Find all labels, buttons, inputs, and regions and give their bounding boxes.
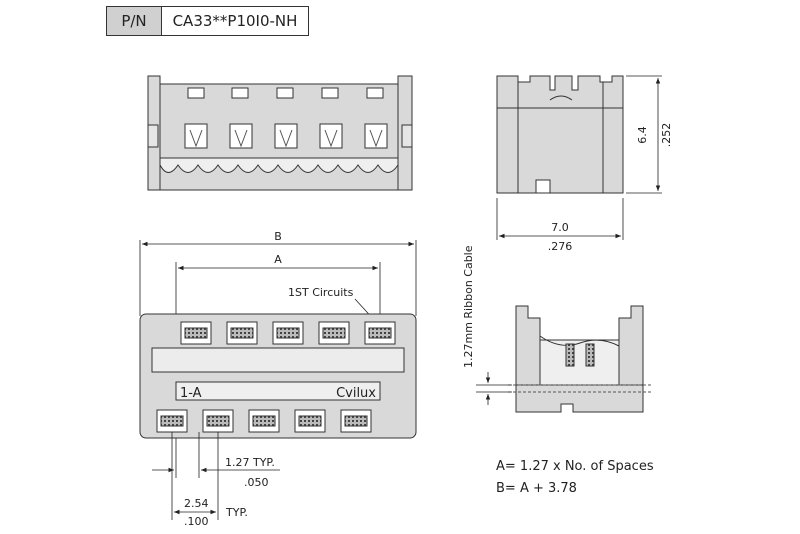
section-view xyxy=(508,305,652,413)
height-mm: 6.4 xyxy=(636,126,649,144)
b-dimension xyxy=(139,240,417,316)
row-pitch-in: .100 xyxy=(184,515,209,528)
a-label: A xyxy=(274,253,282,266)
front-view xyxy=(139,313,417,439)
height-in: .252 xyxy=(660,123,673,148)
first-circuit-label: 1ST Circuits xyxy=(288,286,354,299)
ribbon-cable-dimension xyxy=(476,372,512,405)
top-view xyxy=(147,75,413,191)
width-in: .276 xyxy=(548,240,573,253)
marker-1a: 1-A xyxy=(180,386,202,401)
pitch-dimension xyxy=(152,432,280,520)
upper-row-contacts xyxy=(180,321,396,345)
row-pitch-mm: 2.54 xyxy=(184,497,209,510)
lower-row-contacts xyxy=(156,409,372,433)
width-mm: 7.0 xyxy=(551,221,569,234)
a-formula-note: A= 1.27 x No. of Spaces xyxy=(496,459,654,474)
row-pitch-typ: TYP. xyxy=(225,506,248,519)
ribbon-cable-label: 1.27mm Ribbon Cable xyxy=(462,245,475,368)
part-number-box: P/N CA33**P10I0-NH xyxy=(106,6,309,36)
brand-label: Cvilux xyxy=(336,386,376,401)
b-label: B xyxy=(274,230,282,243)
height-dimension xyxy=(626,75,662,194)
side-view xyxy=(496,75,624,194)
b-formula-note: B= A + 3.78 xyxy=(496,481,577,496)
part-number-value: CA33**P10I0-NH xyxy=(162,7,308,35)
pitch-mm: 1.27 TYP. xyxy=(225,456,275,469)
width-dimension xyxy=(496,198,624,240)
pitch-in: .050 xyxy=(244,476,269,489)
part-number-label: P/N xyxy=(107,7,162,35)
